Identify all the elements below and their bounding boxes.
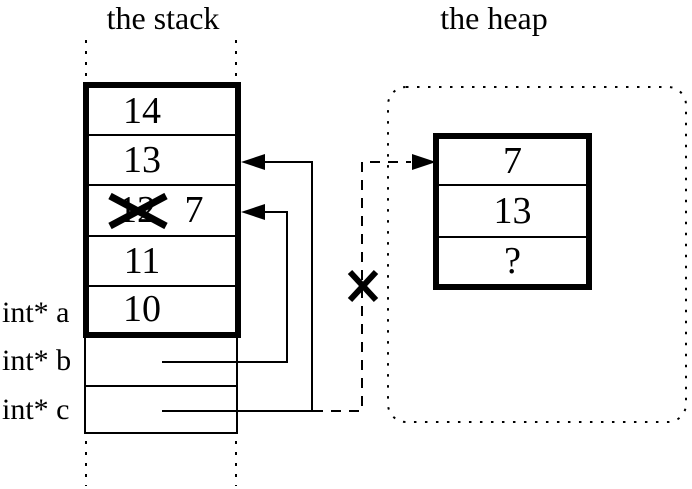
stack-cell-value: 11 — [123, 240, 161, 282]
pointer-label-b: int* b — [2, 344, 72, 377]
pointer-b-arrowhead-icon — [241, 204, 265, 220]
stack-cell-value: 14 — [123, 90, 161, 132]
dangling-pointer-dashed-line — [313, 161, 411, 412]
invalid-pointer-x-icon — [347, 269, 379, 303]
stack-slot-b — [84, 338, 238, 387]
stack-divider — [89, 134, 235, 136]
stack-cell-value: 13 — [123, 139, 161, 181]
pointer-label-a: int* a — [2, 296, 70, 329]
stack-cell-old-value: 12 — [118, 189, 156, 231]
stack-cell-value: 10 — [123, 288, 161, 330]
invalid-pointer-x-icon — [347, 269, 379, 303]
heap-cell-value: ? — [504, 240, 521, 282]
pointer-c-arrowhead-icon — [241, 154, 265, 170]
heap-cell-value: 7 — [503, 140, 522, 182]
pointer-label-c: int* c — [2, 393, 70, 426]
heap-title: the heap — [440, 0, 548, 36]
stack-title: the stack — [106, 0, 220, 36]
heap-cell-value: 13 — [493, 190, 532, 232]
stack-slot-c — [84, 387, 238, 434]
stack-cell-new-value: 7 — [184, 189, 204, 231]
